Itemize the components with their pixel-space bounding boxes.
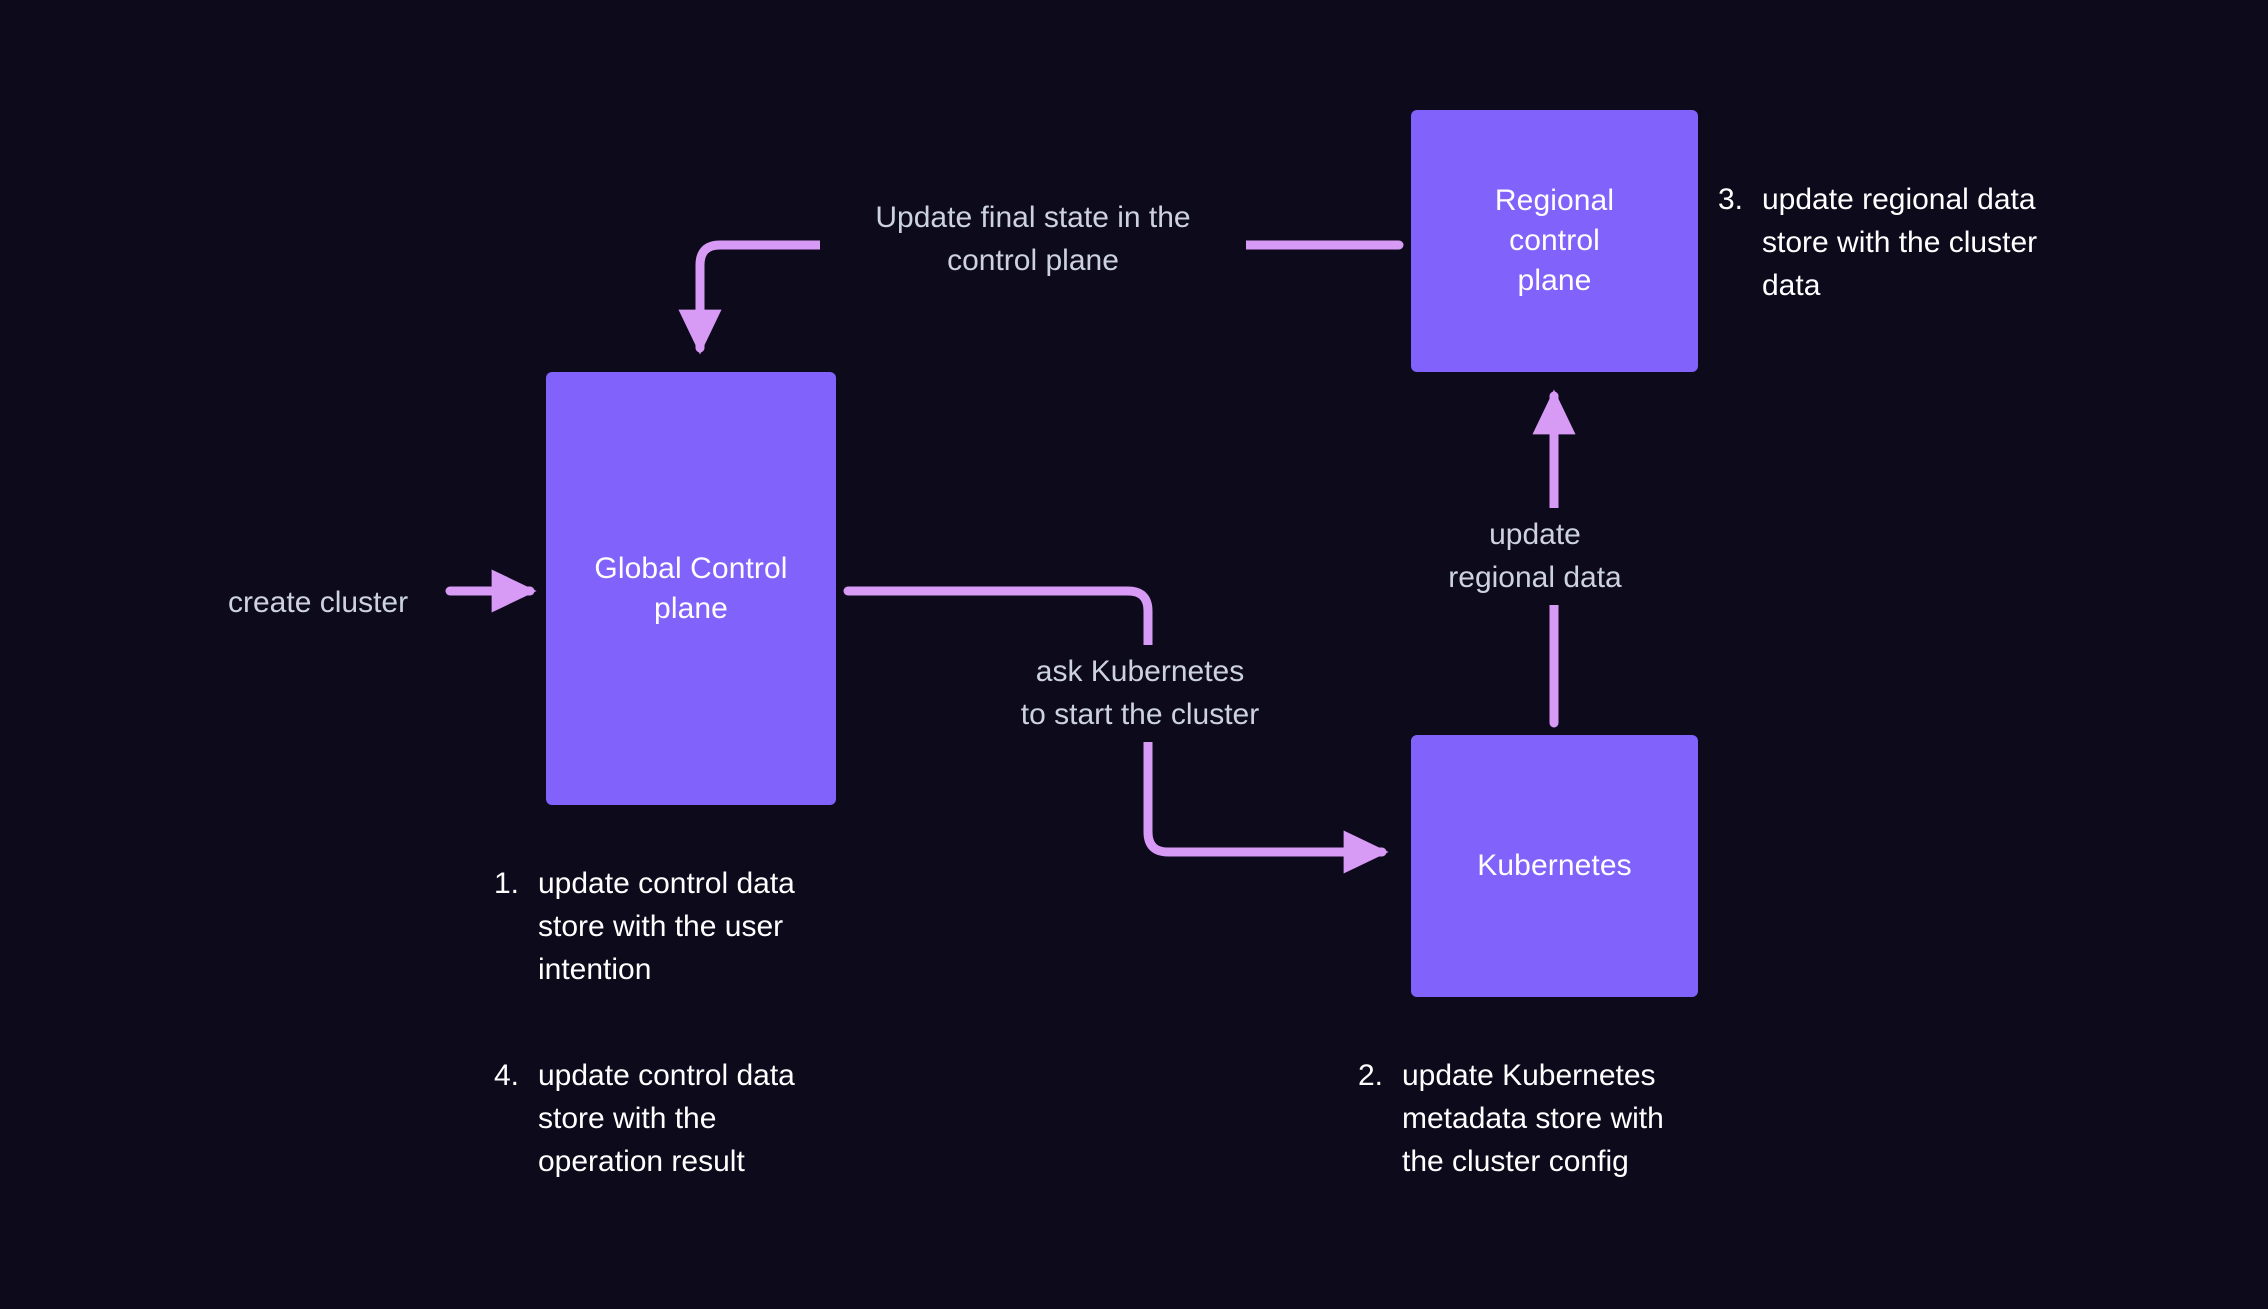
- edge-label-ask-kubernetes: ask Kubernetes to start the cluster: [985, 645, 1295, 743]
- note-3-text: update regional data store with the clus…: [1762, 183, 2038, 303]
- edge-label-update-regional-data: update regional data: [1390, 508, 1680, 606]
- note-3: 3. update regional data store with the c…: [1718, 178, 2118, 308]
- node-kubernetes[interactable]: Kubernetes: [1411, 735, 1698, 997]
- node-global-control-plane[interactable]: Global Control plane: [546, 372, 836, 805]
- node-regional-control-plane[interactable]: Regional control plane: [1411, 110, 1698, 372]
- node-kubernetes-label: Kubernetes: [1477, 849, 1632, 883]
- note-1: 1. update control data store with the us…: [494, 862, 894, 992]
- note-4-number: 4.: [494, 1059, 520, 1092]
- node-global-control-plane-label: Global Control plane: [594, 551, 788, 625]
- edge-label-update-final-state: Update final state in the control plane: [820, 193, 1246, 287]
- note-2-number: 2.: [1358, 1059, 1384, 1092]
- note-1-text: update control data store with the user …: [538, 867, 795, 987]
- note-1-number: 1.: [494, 867, 520, 900]
- note-2: 2. update Kubernetes metadata store with…: [1358, 1054, 1758, 1184]
- note-4: 4. update control data store with the op…: [494, 1054, 894, 1184]
- note-4-text: update control data store with the opera…: [538, 1059, 795, 1179]
- note-2-text: update Kubernetes metadata store with th…: [1402, 1059, 1664, 1179]
- note-3-number: 3.: [1718, 183, 1744, 216]
- node-regional-control-plane-label: Regional control plane: [1494, 184, 1615, 297]
- edge-label-create-cluster: create cluster: [228, 586, 409, 619]
- edge-update-final-state: [678, 240, 1404, 355]
